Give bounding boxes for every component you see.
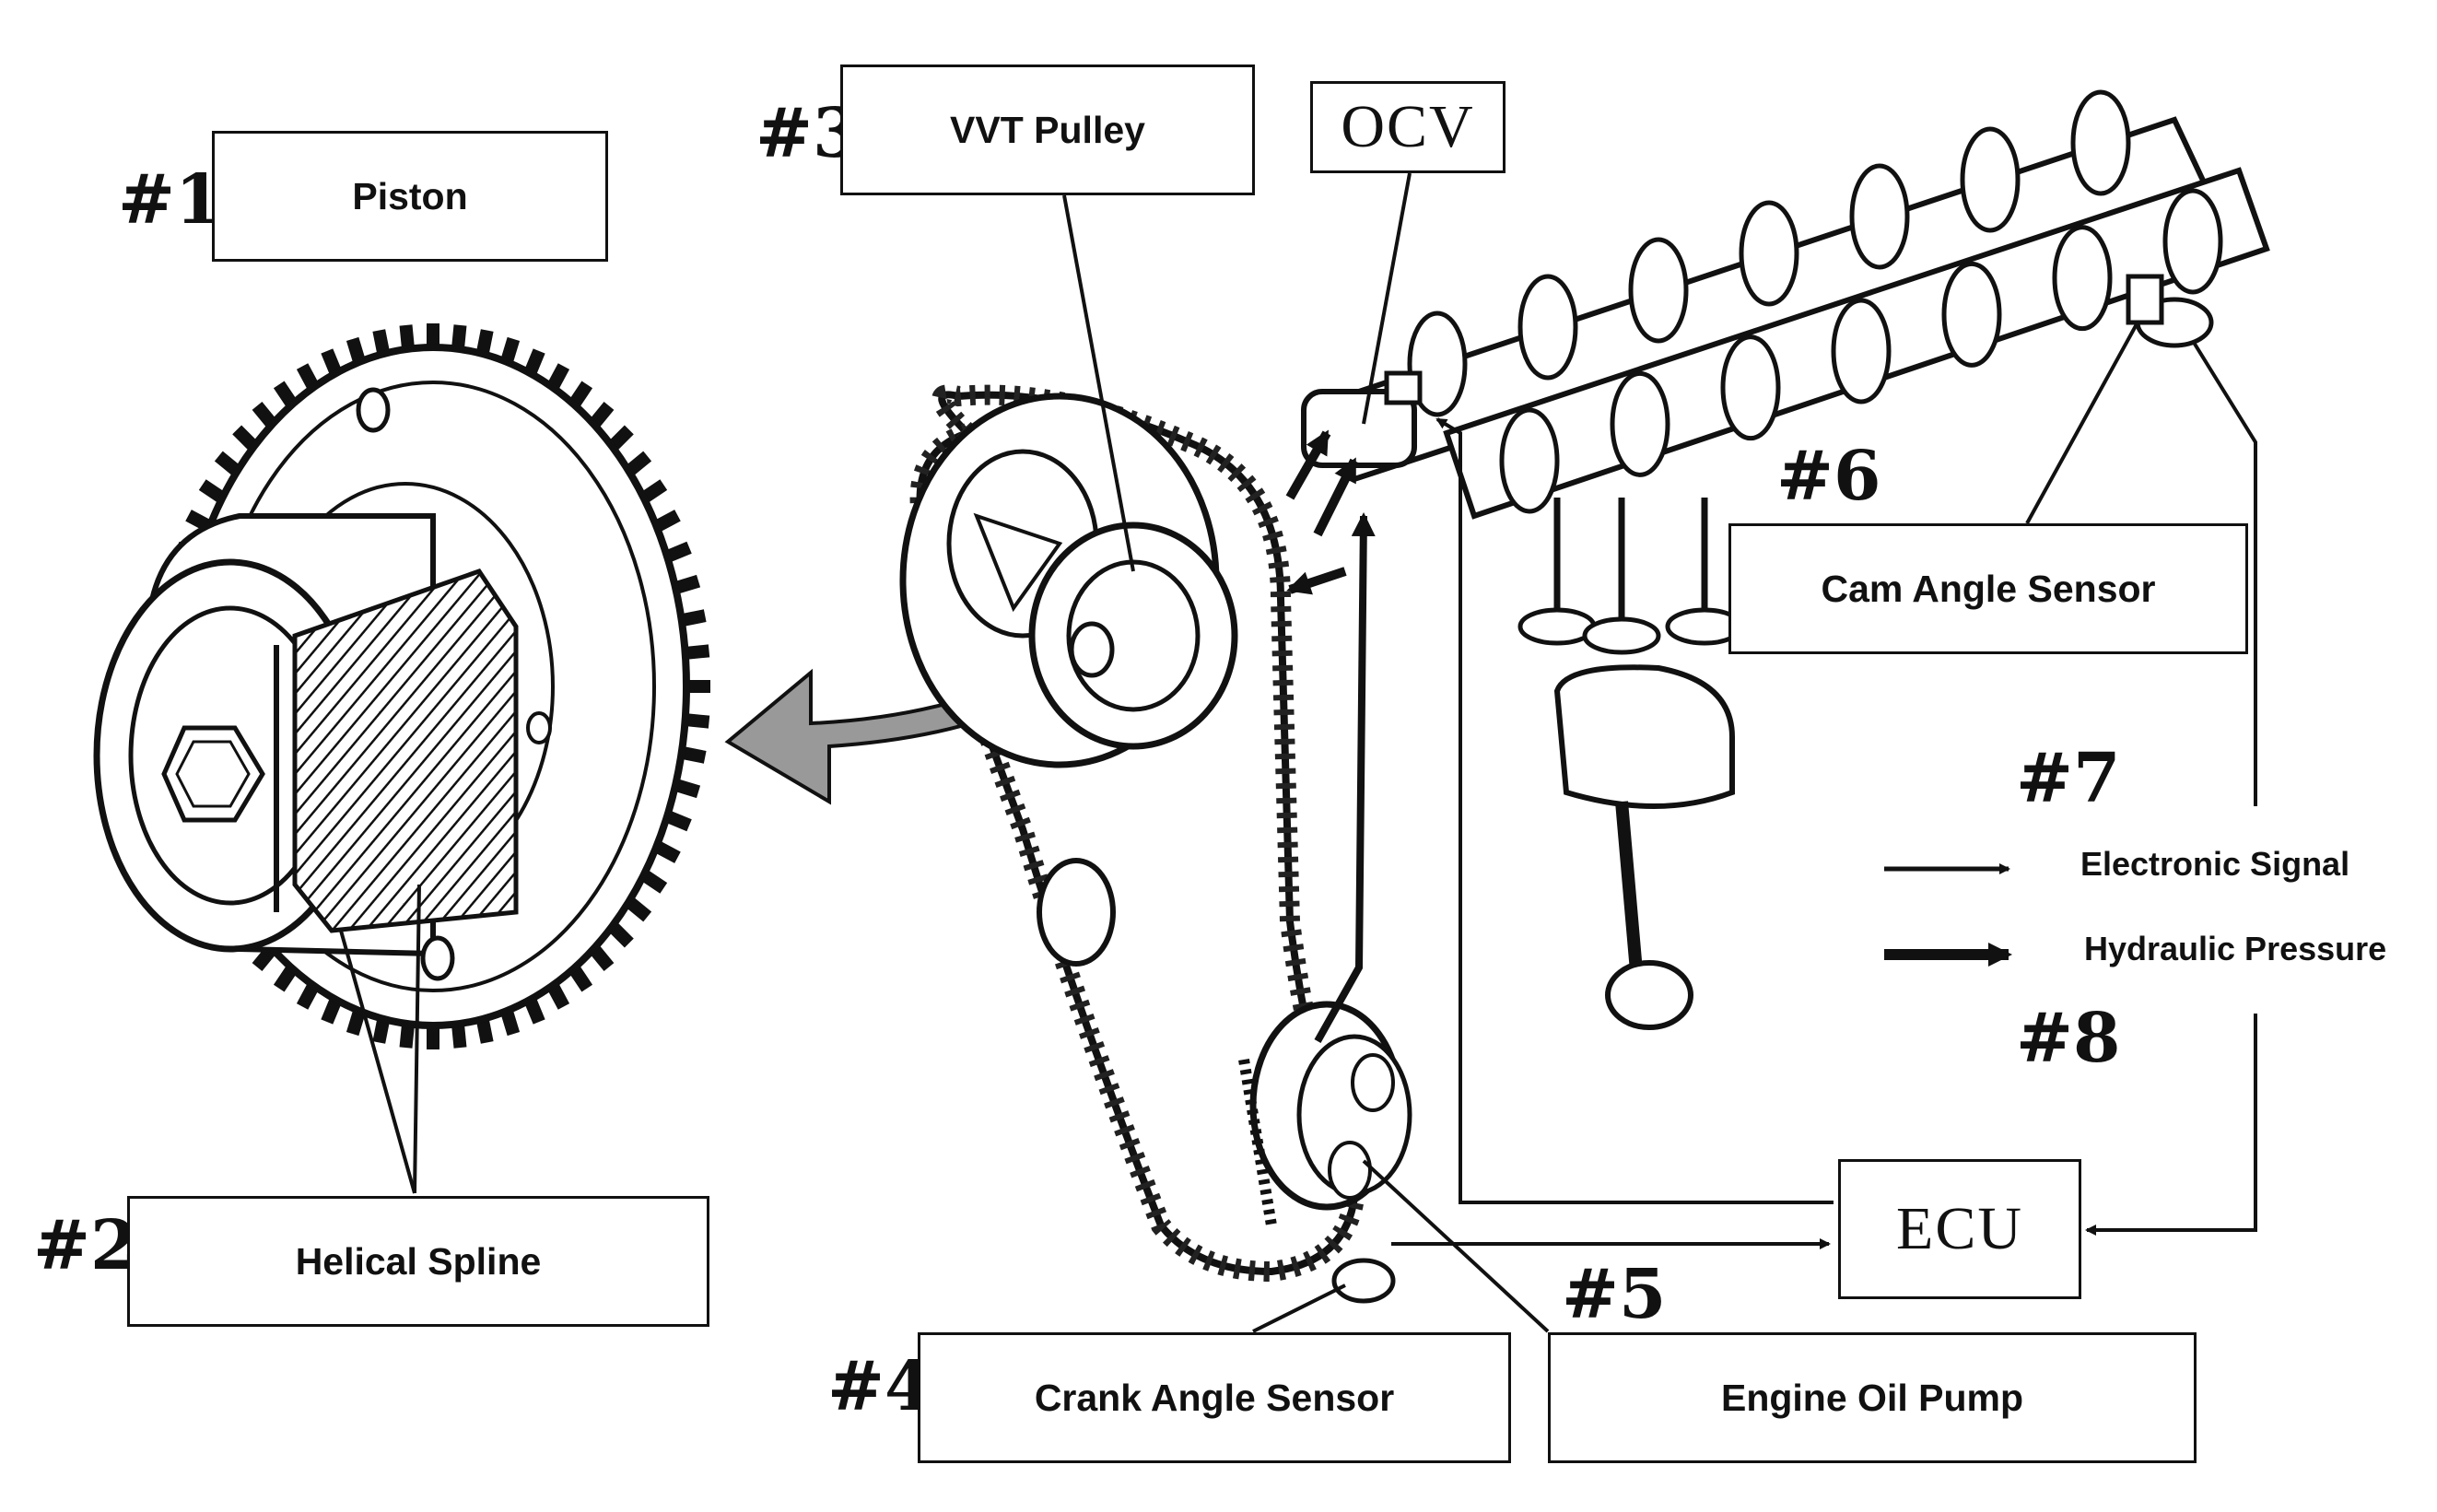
callout-number-4: #4: [827, 1347, 932, 1426]
gear-tooth: [625, 897, 652, 922]
cam-lobe: [1407, 311, 1468, 417]
gear-tooth: [568, 965, 593, 992]
timing-belt-assembly: [899, 384, 1412, 1283]
gear-tooth: [296, 363, 320, 391]
gear-tooth: [653, 510, 681, 533]
signal-lines: [1314, 339, 2257, 1249]
cam-lobe: [1739, 200, 1799, 307]
gear-tooth: [451, 1023, 467, 1049]
gear-tooth: [674, 779, 701, 799]
callout-number-6: #6: [1776, 437, 1881, 516]
gear-tooth: [680, 609, 707, 627]
legend-hydraulic-pressure: Hydraulic Pressure: [2084, 930, 2387, 967]
gear-tooth: [684, 644, 710, 660]
label-cam-angle-sensor: Cam Angle Sensor: [1728, 523, 2248, 654]
gear-tooth: [372, 1017, 391, 1044]
label-crank-angle-sensor: Crank Angle Sensor: [918, 1332, 1511, 1463]
callout-number-2: #2: [33, 1206, 138, 1285]
callout-number-1: #1: [118, 160, 223, 240]
gear-tooth: [214, 451, 241, 476]
callout-number-7: #7: [2016, 739, 2121, 818]
gear-tooth: [653, 840, 681, 863]
gear-tooth: [296, 982, 320, 1010]
cam-lobe: [1960, 126, 2021, 233]
label-ocv: OCV: [1310, 81, 1506, 173]
gear-tooth: [568, 381, 593, 408]
gear-tooth: [346, 336, 366, 364]
camshafts: [1301, 89, 2270, 520]
gear-tooth: [664, 810, 692, 832]
gear-tooth: [589, 944, 615, 972]
valve-piston-assembly: [1517, 498, 1744, 1030]
leader-helical-spline-a: [339, 930, 416, 1194]
gear-tooth: [198, 479, 227, 504]
gear-tooth: [346, 1009, 366, 1037]
gear-tooth: [475, 329, 494, 356]
vvt-gear-cutaway: [93, 323, 710, 1049]
gear-tooth: [321, 348, 343, 376]
gear-tooth: [674, 574, 701, 594]
gear-tooth: [321, 997, 343, 1025]
gear-tooth: [500, 1009, 521, 1037]
gear-tooth: [500, 336, 521, 364]
cam-lobe: [1831, 298, 1892, 404]
label-engine-oil-pump: Engine Oil Pump: [1548, 1332, 2197, 1463]
label-piston: Piston: [212, 131, 608, 262]
gear-tooth: [399, 1023, 416, 1049]
cam-lobe: [2052, 225, 2113, 332]
leader-helical-spline-b: [413, 884, 421, 1194]
gear-tooth: [639, 479, 668, 504]
legend-electronic-signal: Electronic Signal: [2080, 845, 2350, 883]
gear-tooth: [475, 1017, 494, 1044]
gear-tooth: [273, 381, 299, 408]
label-vvt-pulley: VVT Pulley: [840, 64, 1255, 195]
cam-lobe: [2070, 89, 2131, 196]
cam-lobe: [1720, 334, 1781, 441]
gear-tooth: [639, 869, 668, 894]
gear-tooth: [523, 997, 545, 1025]
crank-sensor-shape: [1331, 1258, 1396, 1304]
gear-tooth: [607, 425, 634, 451]
gear-tooth: [399, 324, 416, 350]
gear-tooth: [546, 982, 570, 1010]
gear-tooth: [273, 965, 299, 992]
gear-tooth: [232, 425, 259, 451]
oil-arrows-ocv: [1285, 429, 1359, 595]
label-helical-spline: Helical Spline: [127, 1196, 709, 1327]
gear-tooth: [625, 451, 652, 476]
gear-tooth: [589, 401, 615, 428]
gear-tooth: [684, 713, 710, 729]
cam-lobe: [2162, 188, 2223, 295]
label-ecu: ECU: [1838, 1159, 2081, 1299]
cam-lobe: [1628, 237, 1689, 344]
cam-lobe: [1610, 370, 1670, 477]
gear-tooth: [523, 348, 545, 376]
gear-tooth: [664, 541, 692, 563]
gear-tooth: [252, 401, 277, 428]
gear-tooth: [546, 363, 570, 391]
gear-tooth: [451, 324, 467, 350]
cam-lobe: [1849, 163, 1910, 270]
cam-lobe: [1941, 261, 2002, 368]
cam-lobes: [1407, 89, 2223, 514]
leader-lines: [1062, 172, 2139, 1333]
cam-lobe: [1517, 274, 1578, 381]
gear-tooth: [680, 745, 707, 764]
gear-tooth: [372, 329, 391, 356]
cam-lobe: [1499, 407, 1560, 514]
gear-tooth: [607, 921, 634, 948]
callout-number-8: #8: [2016, 999, 2121, 1078]
callout-number-5: #5: [1562, 1255, 1667, 1334]
